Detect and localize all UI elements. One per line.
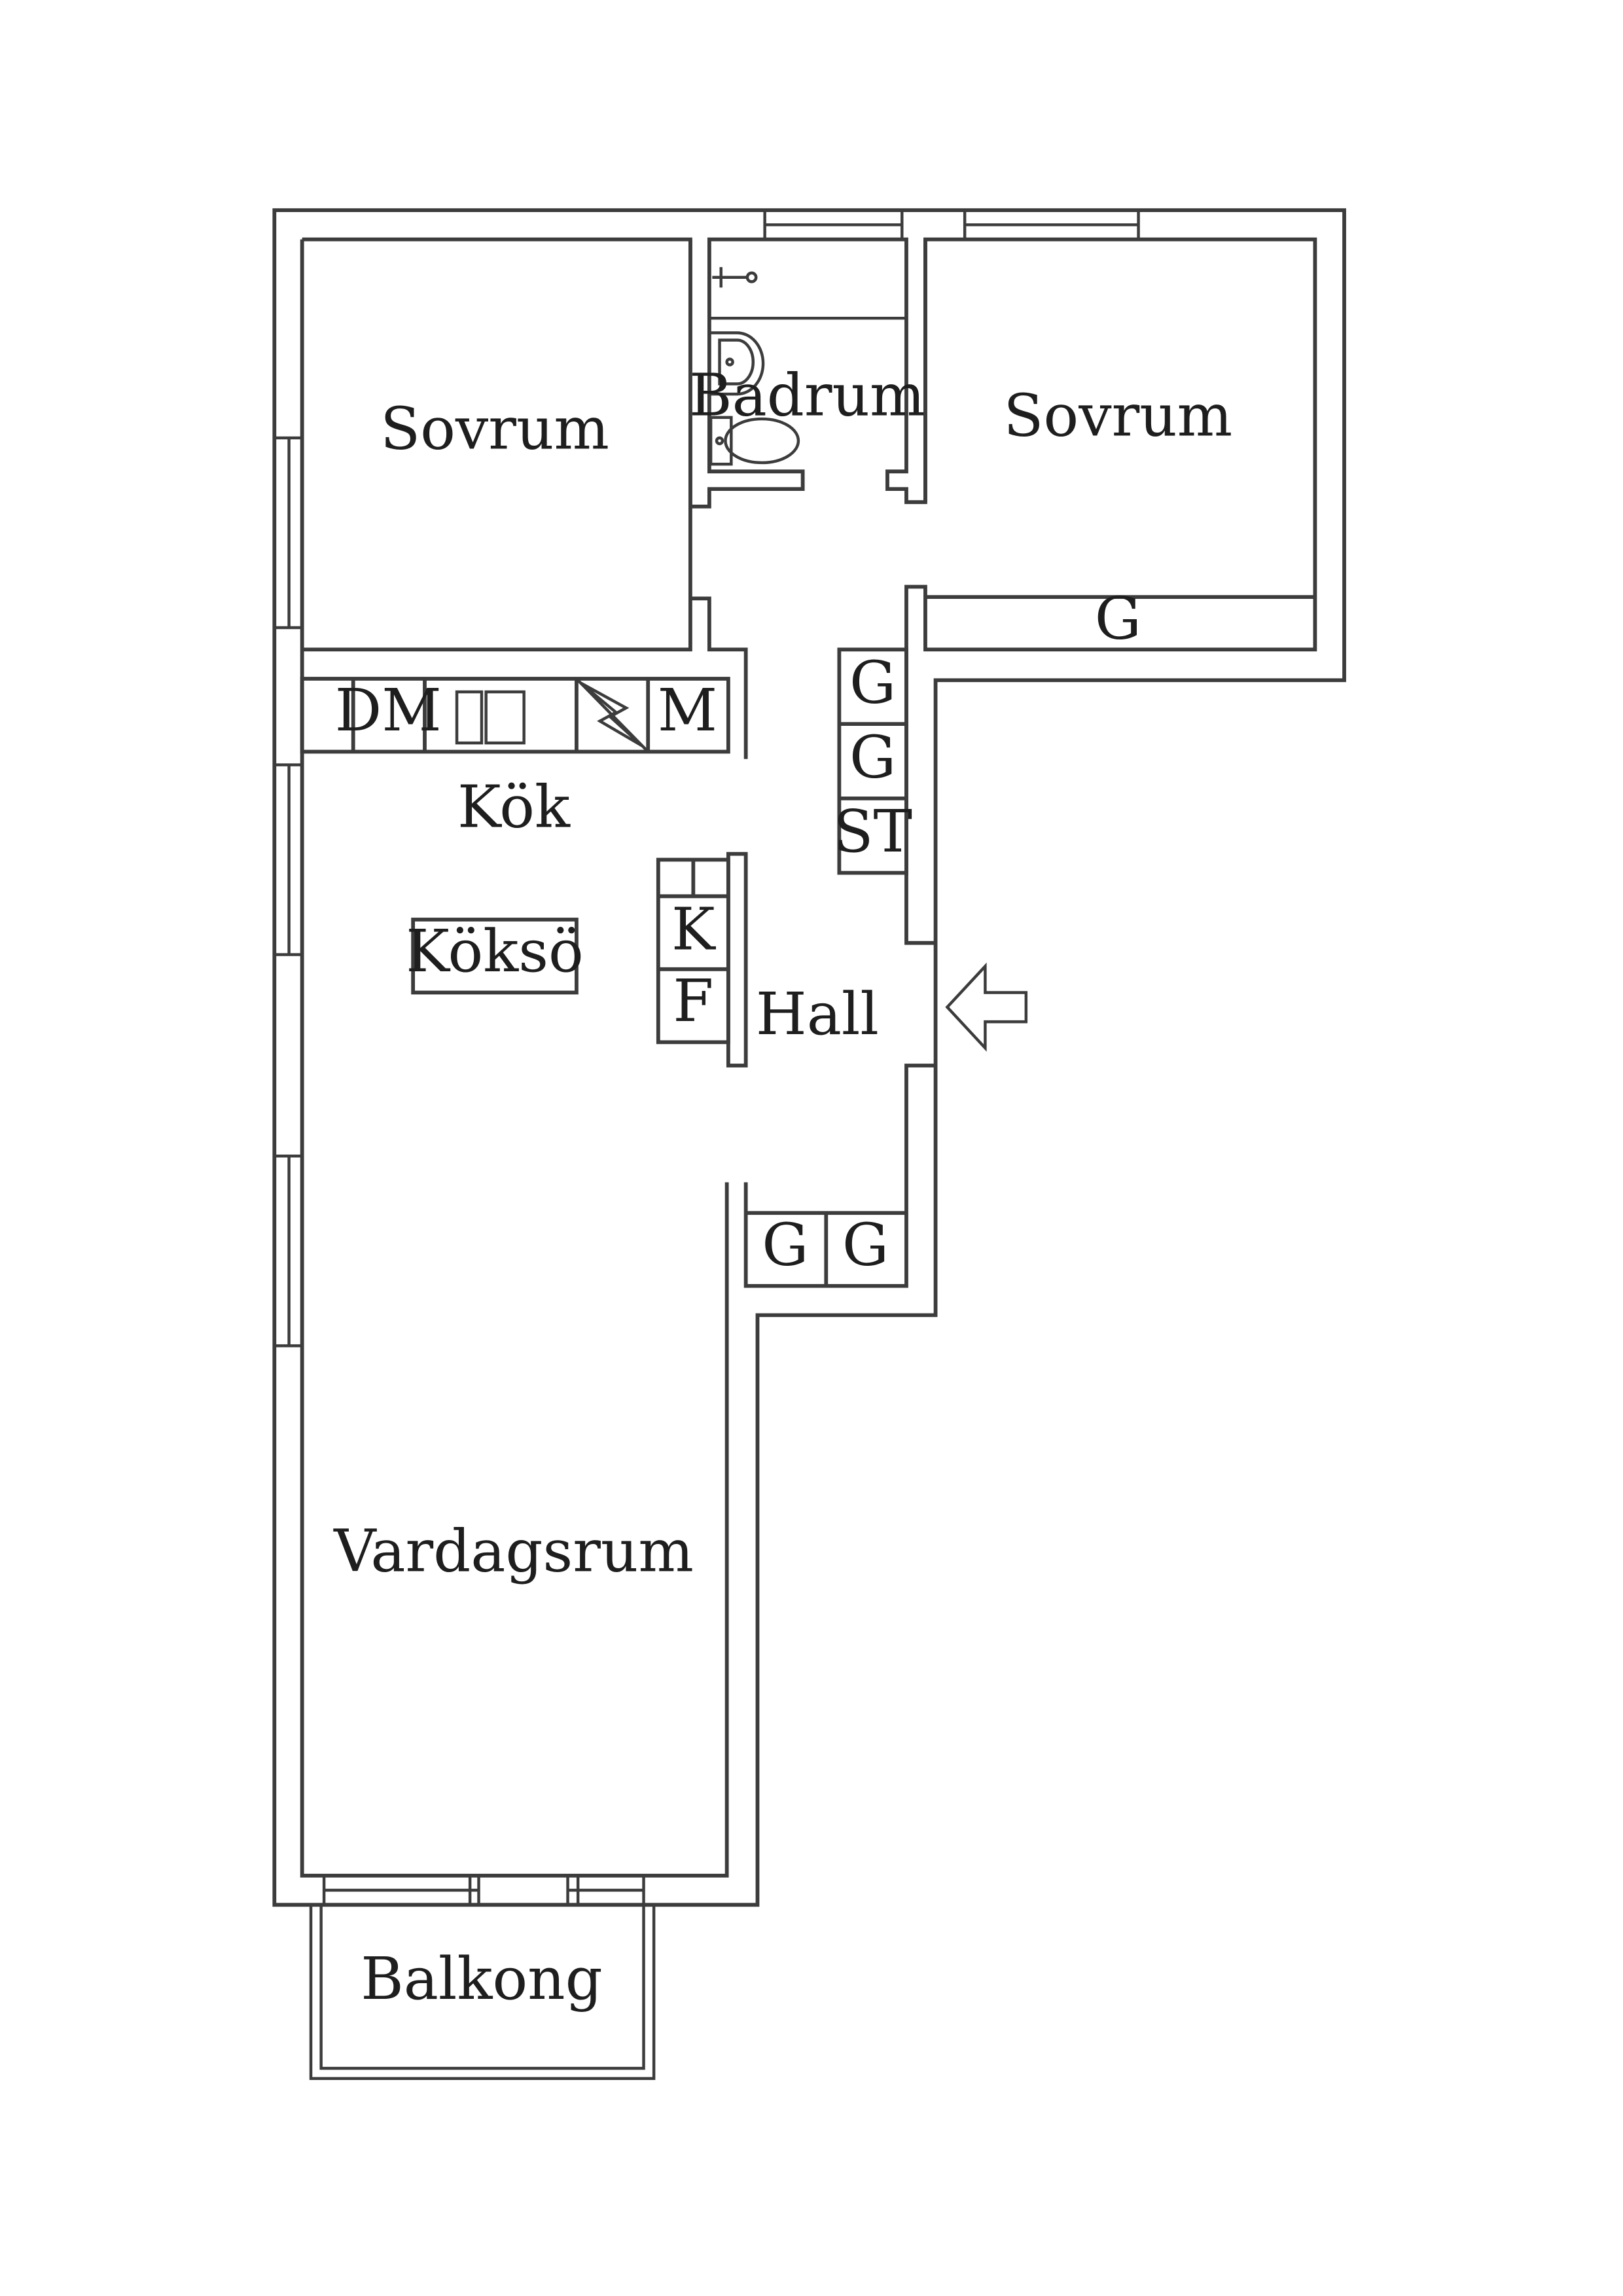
sink-icon <box>709 331 765 396</box>
room-label-kitchen: Kök <box>457 773 571 841</box>
fixture-label-hall-wardrobe-2: G <box>849 723 896 791</box>
outer-wall-inner <box>300 239 729 1878</box>
kitchen-island-outline <box>411 918 579 995</box>
fixture-label-freezer: F <box>673 967 713 1035</box>
kitchen-counter <box>300 677 730 754</box>
fixture-label-wardrobe-bedroom: G <box>1095 585 1141 653</box>
balcony-door-left <box>322 1874 480 1907</box>
entrance-arrow-icon <box>945 962 1028 1052</box>
room-label-balcony: Balkong <box>361 1945 603 2013</box>
fixture-label-hall-wardrobe-1: G <box>849 649 896 717</box>
room-label-living-room: Vardagsrum <box>333 1518 694 1586</box>
fixture-label-hall-wardrobe-4: G <box>842 1211 889 1279</box>
outer-wall-outer <box>272 208 1346 1907</box>
fixture-label-hall-wardrobe-3: G <box>762 1211 808 1279</box>
window-left-bedroom <box>273 436 304 630</box>
room-label-bedroom-right: Sovrum <box>1003 382 1232 450</box>
stove-icon <box>455 690 526 745</box>
fridge-unit <box>656 852 748 1067</box>
balcony-door-right <box>566 1874 645 1907</box>
room-label-bathroom: Badrum <box>689 361 925 429</box>
fixture-label-hall-storage: ST <box>833 798 912 866</box>
oven-zigzag-icon <box>575 677 649 753</box>
window-left-kitchen <box>273 763 304 956</box>
fixture-label-dishwasher: DM <box>335 677 442 745</box>
fixture-label-microwave: M <box>658 677 717 745</box>
room-label-hall: Hall <box>756 980 879 1049</box>
room-label-kitchen-island: Köksö <box>406 918 583 986</box>
shower-icon <box>712 267 758 288</box>
hall-closets-right <box>837 647 908 875</box>
balcony-outline <box>309 1903 656 2080</box>
hall-wall-lower <box>743 1064 936 1288</box>
bedroom-left-door-jamb <box>690 596 748 759</box>
toilet-icon <box>709 416 800 466</box>
bathroom-wall <box>688 237 927 509</box>
window-left-living <box>273 1155 304 1348</box>
window-top-bathroom <box>763 208 904 241</box>
room-label-bedroom-left: Sovrum <box>380 395 609 463</box>
fixture-label-fridge: K <box>671 896 716 964</box>
window-top-bedroom-right <box>963 208 1140 241</box>
